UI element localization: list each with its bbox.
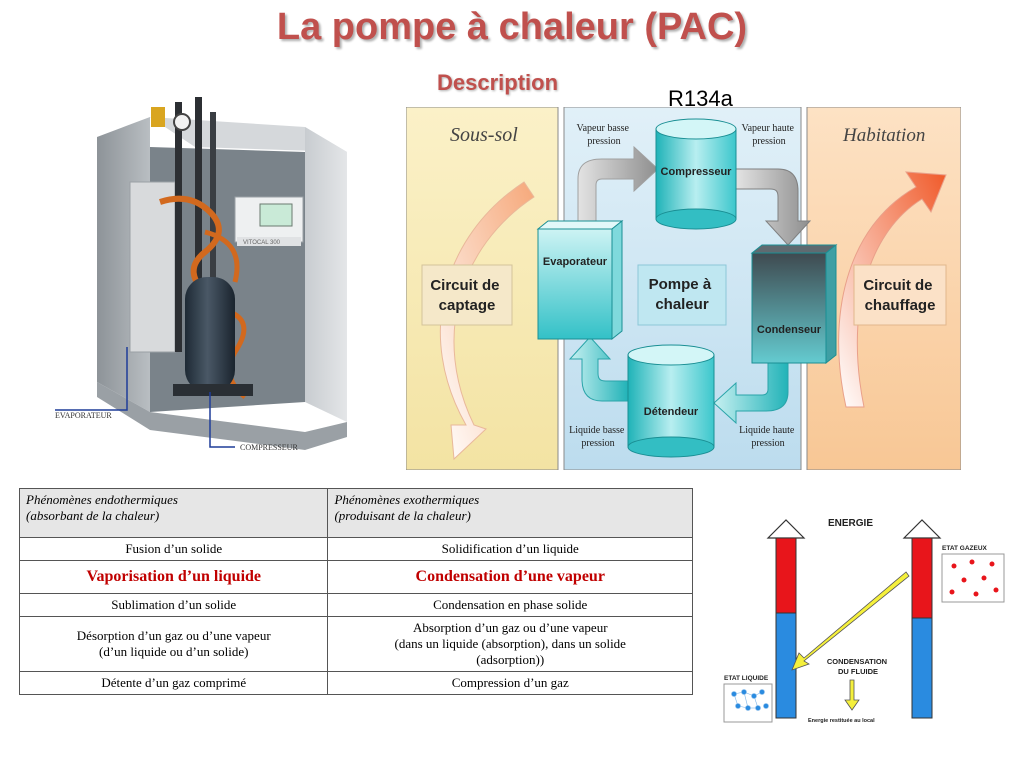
arrow-condenser-to-expander <box>713 361 789 425</box>
table-cell-text: Condensation d’une vapeur <box>415 568 605 585</box>
energy-released-label: Energie restituée au local <box>808 718 875 724</box>
cabinet-front-right <box>305 127 347 422</box>
release-arrow <box>844 679 860 711</box>
pump-center-label: Pompe à chaleur <box>649 276 716 313</box>
evaporator-plate <box>129 181 176 353</box>
page-subtitle: Description <box>437 70 559 95</box>
table-header-endothermic: Phénomènes endothermiques (absorbant de … <box>18 488 329 538</box>
page-title: La pompe à chaleur (PAC) <box>276 6 748 48</box>
evaporator-label: EVAPORATEUR <box>55 411 112 420</box>
table-cell-right: Solidification d’un liquide <box>327 537 693 561</box>
table-row: Détente d’un gaz comprimé Compression d’u… <box>18 671 693 695</box>
table-row: Vaporisation d’un liquide Condensation d’… <box>18 560 693 594</box>
capture-circuit-box <box>421 264 513 326</box>
brand-label: VITOCAL 300 <box>243 240 281 246</box>
table-cell-left: Vaporisation d’un liquide <box>18 560 329 594</box>
brand-strip <box>237 237 301 246</box>
expander-label: Détendeur <box>644 406 699 418</box>
arrow-expander-to-evaporator <box>568 336 629 402</box>
note-vapor-high: Vapeur haute pression <box>742 123 797 147</box>
evaporator-callout-line <box>55 347 128 411</box>
table-cell-text: Sublimation d’un solide <box>111 597 237 612</box>
capture-circuit-label: Circuit de captage <box>430 277 503 314</box>
compressor-foot <box>173 384 253 396</box>
compressor-body <box>185 277 235 392</box>
table-cell-text: (adsorption)) <box>476 652 545 667</box>
table-body: Fusion d’un solide Solidification d’un li… <box>18 537 693 695</box>
table-cell-text: Absorption d’un gaz ou d’une vapeur <box>412 620 608 635</box>
table-header-exothermic: Phénomènes exothermiques (produisant de … <box>327 488 693 538</box>
liquid-state-label: ETAT LIQUIDE <box>724 675 769 682</box>
note-liquid-high: Liquide haute pression <box>739 425 797 449</box>
expander-component: Détendeur <box>627 344 715 458</box>
table-cell-text: Fusion d’un solide <box>125 541 223 556</box>
heating-circuit-box <box>853 264 947 326</box>
arrow-evaporator-to-compressor <box>577 145 659 230</box>
pipe <box>195 97 202 357</box>
condensation-label: CONDENSATION DU FLUIDE <box>827 657 889 676</box>
arrow-compressor-to-condenser <box>735 168 812 246</box>
table-row: Fusion d’un solide Solidification d’un li… <box>18 537 693 561</box>
pressure-gauge-icon <box>173 113 191 131</box>
gas-state-label: ETAT GAZEUX <box>942 545 988 552</box>
table-cell-text: Condensation en phase solide <box>433 597 588 612</box>
heat-pump-cycle-diagram: Sous-sol Habitation Circuit de captage C… <box>406 107 961 470</box>
copper-pipe <box>159 195 222 300</box>
pump-center-box <box>637 264 727 326</box>
capture-arrow <box>439 181 535 461</box>
condenser-component: Condenseur <box>750 243 838 365</box>
heating-circuit-label: Circuit de chauffage <box>863 277 936 314</box>
zone-home-label: Habitation <box>842 125 925 146</box>
left-column-hot <box>775 537 797 614</box>
table-row: Sublimation d’un solide Condensation en p… <box>18 593 693 617</box>
liquid-state-box <box>723 683 773 723</box>
evaporator-label: Evaporateur <box>543 256 608 268</box>
compressor-callout-line <box>209 392 235 448</box>
right-column-hot <box>911 537 933 619</box>
table-cell-right: Condensation en phase solide <box>327 593 693 617</box>
liquid-molecules <box>731 689 769 711</box>
zone-basement-label: Sous-sol <box>450 124 518 146</box>
compressor-label: COMPRESSEUR <box>240 443 298 452</box>
heat-pump-unit-illustration: VITOCAL 300 EVAPORATEUR COMPRESSEUR <box>55 97 347 452</box>
phenomena-table: Phénomènes endothermiques (absorbant de … <box>18 488 693 695</box>
control-display <box>259 203 293 227</box>
valve-yellow <box>151 107 165 127</box>
condenser-label: Condenseur <box>757 324 822 336</box>
compressor-component: Compresseur <box>655 118 737 230</box>
compressor-label: Compresseur <box>661 166 733 178</box>
note-vapor-low: Vapeur basse pression <box>577 123 632 147</box>
note-liquid-low: Liquide basse pression <box>569 425 627 449</box>
table-cell-text: (dans un liquide (absorption), dans un s… <box>394 636 626 651</box>
table-cell-text: Compression d’un gaz <box>451 675 569 690</box>
table-cell-text: Solidification d’un liquide <box>441 541 579 556</box>
right-column-cold <box>911 617 933 719</box>
evaporator-component: Evaporateur <box>536 219 624 341</box>
right-column-arrowhead <box>902 519 942 539</box>
left-column-arrowhead <box>766 519 806 539</box>
pipe <box>175 102 182 352</box>
gas-molecules <box>949 559 999 597</box>
condensation-arrow <box>791 571 910 671</box>
energy-title: ENERGIE <box>828 518 873 529</box>
table-row: Désorption d’un gaz ou d’une vapeur(d’un… <box>18 616 693 672</box>
table-cell-text: Désorption d’un gaz ou d’une vapeur <box>76 628 271 643</box>
copper-pipe <box>204 229 240 283</box>
energy-state-diagram: ENERGIE ETAT GAZEUX CONDENSATION DU FLUI… <box>723 518 1005 724</box>
table-cell-right: Compression d’un gaz <box>327 671 693 695</box>
left-column-cold <box>775 612 797 719</box>
table-cell-right: Absorption d’un gaz ou d’une vapeur(dans… <box>327 616 693 672</box>
table-cell-text: (d’un liquide ou d’un solide) <box>98 644 249 659</box>
table-cell-left: Désorption d’un gaz ou d’une vapeur(d’un… <box>18 616 329 672</box>
table-cell-text: Détente d’un gaz comprimé <box>101 675 247 690</box>
cabinet-base <box>97 382 347 450</box>
table-cell-left: Détente d’un gaz comprimé <box>18 671 329 695</box>
table-header-row: Phénomènes endothermiques (absorbant de … <box>18 488 693 538</box>
table-cell-left: Fusion d’un solide <box>18 537 329 561</box>
table-cell-left: Sublimation d’un solide <box>18 593 329 617</box>
table-cell-right: Condensation d’une vapeur <box>327 560 693 594</box>
table-cell-text: Vaporisation d’un liquide <box>86 568 262 585</box>
